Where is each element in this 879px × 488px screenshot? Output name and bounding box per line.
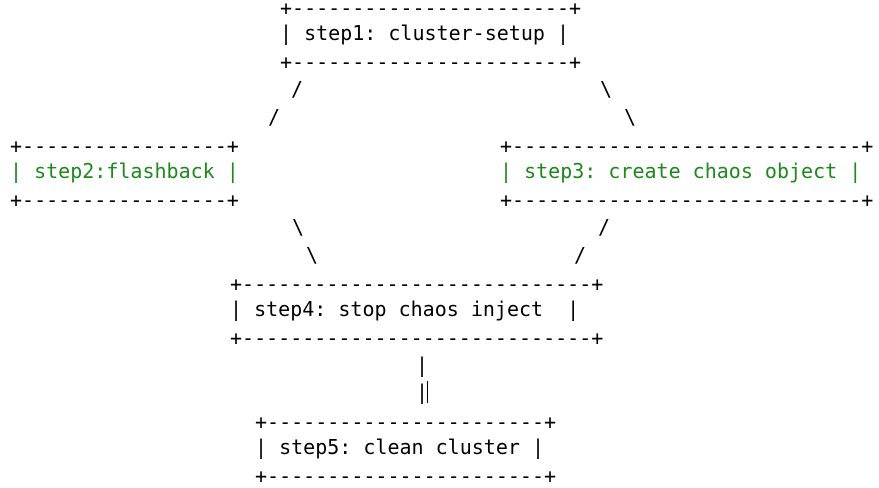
connector-step1-step2-upper: / — [291, 77, 304, 101]
step1-box-top: +-----------------------+ — [280, 0, 582, 20]
connector-step4-step5-upper: | — [416, 353, 429, 377]
step5-label: | step5: clean cluster | — [255, 435, 544, 459]
text-cursor — [427, 381, 428, 403]
connector-step1-step2-lower: / — [268, 105, 281, 129]
connector-step2-step4-lower: \ — [306, 243, 319, 267]
step1-box-bottom: +-----------------------+ — [280, 50, 582, 74]
connector-step3-step4-lower: / — [574, 243, 587, 267]
step2-box-top: +-----------------+ — [10, 134, 239, 158]
connector-step3-step4-upper: / — [598, 215, 611, 239]
step3-box-bottom: +-----------------------------+ — [500, 188, 874, 212]
step3-box-top: +-----------------------------+ — [500, 134, 874, 158]
step5-box-top: +-----------------------+ — [255, 410, 557, 434]
step4-box-bottom: +-----------------------------+ — [230, 326, 604, 350]
connector-step4-step5-lower: | — [416, 380, 429, 404]
step4-box-top: +-----------------------------+ — [230, 272, 604, 296]
step2-label: | step2:flashback | — [10, 159, 239, 183]
connector-step2-step4-upper: \ — [292, 215, 305, 239]
step1-label: | step1: cluster-setup | — [280, 21, 569, 45]
step2-box-bottom: +-----------------+ — [10, 188, 239, 212]
connector-step1-step3-upper: \ — [600, 77, 613, 101]
step4-label: | step4: stop chaos inject | — [230, 297, 580, 321]
connector-step1-step3-lower: \ — [624, 105, 637, 129]
step5-box-bottom: +-----------------------+ — [255, 464, 557, 488]
step3-label: | step3: create chaos object | — [500, 159, 862, 183]
